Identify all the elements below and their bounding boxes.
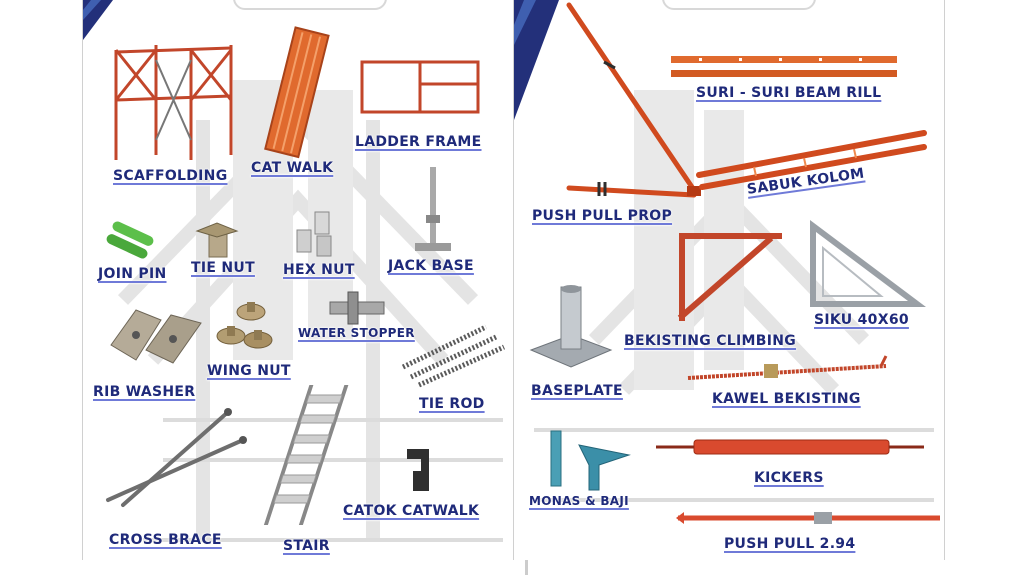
left-catalog-panel: SCAFFOLDING CAT WALK LADDER FRAME: [82, 0, 514, 560]
jack-base-item[interactable]: [413, 165, 453, 255]
label-wing-nut: WING NUT: [207, 363, 291, 379]
header-tab: [233, 0, 387, 10]
right-catalog-panel: SURI - SURI BEAM RILL PUSH PULL PROP SAB…: [513, 0, 945, 560]
label-scaffolding: SCAFFOLDING: [113, 168, 228, 184]
push-pull-294-icon: [676, 512, 940, 524]
label-tie-nut: TIE NUT: [191, 260, 255, 276]
building-watermark: [514, 0, 934, 502]
beam-rill-item[interactable]: [669, 52, 899, 82]
label-hex-nut: HEX NUT: [283, 262, 355, 278]
tie-nut-item[interactable]: [195, 215, 240, 260]
tie-nut-icon: [195, 222, 239, 258]
baseplate-icon: [529, 285, 613, 368]
scaffolding-item[interactable]: [111, 40, 241, 165]
label-siku: SIKU 40X60: [814, 312, 909, 328]
kickers-icon: [656, 439, 924, 455]
water-stopper-icon: [329, 291, 385, 325]
push-pull-294-item[interactable]: [674, 508, 942, 528]
siku-item[interactable]: [809, 220, 926, 307]
kawel-bekisting-icon: [687, 355, 888, 380]
label-ladder-frame: LADDER FRAME: [355, 134, 482, 150]
catok-catwalk-item[interactable]: [401, 445, 436, 495]
bekisting-climbing-icon: [677, 233, 782, 321]
ladder-frame-item[interactable]: [358, 58, 483, 118]
wing-nut-icon: [216, 302, 273, 349]
kawel-bekisting-item[interactable]: [686, 355, 891, 386]
sabuk-kolom-icon: [696, 130, 927, 190]
label-catok-catwalk: CATOK CATWALK: [343, 503, 480, 519]
cross-brace-item[interactable]: [103, 408, 248, 510]
ladder-frame-icon: [360, 60, 480, 114]
cross-brace-icon: [106, 408, 247, 507]
label-jack-base: JACK BASE: [388, 258, 474, 274]
tie-rod-icon: [401, 324, 506, 388]
push-pull-prop-item[interactable]: [559, 0, 709, 205]
siku-icon: [810, 220, 926, 307]
monas-baji-icon: [550, 430, 631, 491]
kickers-item[interactable]: [654, 436, 926, 458]
divider-mark: [525, 560, 528, 575]
label-cross-brace: CROSS BRACE: [109, 532, 222, 548]
label-push-pull-prop: PUSH PULL PROP: [532, 208, 673, 224]
join-pin-item[interactable]: [105, 218, 155, 263]
stair-item[interactable]: [263, 380, 358, 530]
tie-rod-item[interactable]: [401, 322, 506, 388]
label-stair: STAIR: [283, 538, 330, 554]
bekisting-climbing-item[interactable]: [674, 228, 784, 323]
label-tie-rod: TIE ROD: [419, 396, 485, 412]
rib-washer-item[interactable]: [101, 305, 206, 365]
jack-base-icon: [415, 167, 451, 251]
beam-rill-icon: [671, 56, 897, 77]
hex-nut-item[interactable]: [293, 210, 343, 260]
hex-nut-icon: [296, 211, 332, 257]
label-beam-rill: SURI - SURI BEAM RILL: [696, 85, 882, 101]
water-stopper-item[interactable]: [328, 288, 388, 328]
catwalk-item[interactable]: [264, 25, 330, 160]
label-water-stopper: WATER STOPPER: [298, 326, 415, 340]
label-kickers: KICKERS: [754, 470, 824, 486]
label-rib-washer: RIB WASHER: [93, 384, 196, 400]
label-join-pin: JOIN PIN: [98, 266, 167, 282]
wing-nut-item[interactable]: [213, 298, 278, 358]
catwalk-icon: [264, 26, 330, 159]
join-pin-icon: [106, 221, 154, 259]
monas-baji-item[interactable]: [539, 425, 634, 495]
label-catwalk: CAT WALK: [251, 160, 334, 176]
sabuk-kolom-item[interactable]: [694, 125, 929, 190]
label-kawel-bekisting: KAWEL BEKISTING: [712, 391, 861, 407]
label-monas-baji: MONAS & BAJI: [529, 494, 629, 508]
label-push-pull-294: PUSH PULL 2.94: [724, 536, 856, 552]
stair-icon: [263, 385, 349, 525]
rib-washer-icon: [110, 309, 202, 364]
label-baseplate: BASEPLATE: [531, 383, 623, 399]
baseplate-item[interactable]: [529, 285, 614, 370]
label-bekisting-climbing: BEKISTING CLIMBING: [624, 333, 797, 349]
scaffolding-icon: [114, 45, 233, 160]
catok-catwalk-icon: [407, 449, 429, 491]
push-pull-prop-icon: [566, 2, 701, 198]
